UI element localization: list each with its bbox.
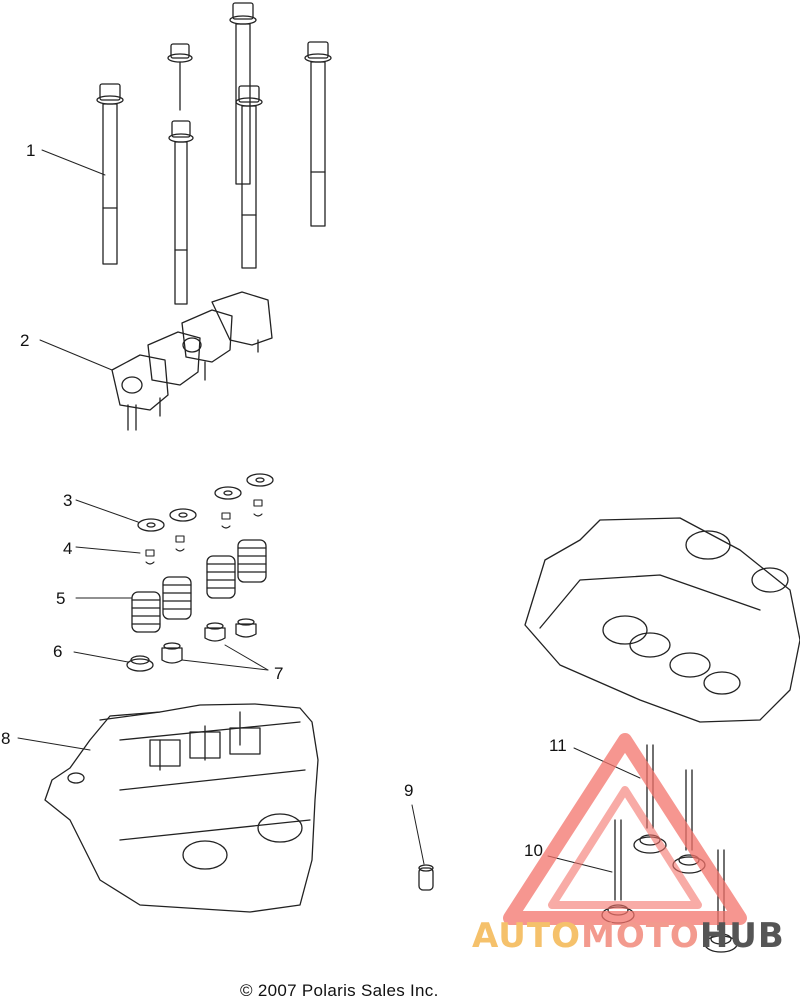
bolt-2 xyxy=(167,43,193,111)
bolt-4 xyxy=(304,41,332,227)
callout-6: 6 xyxy=(53,642,63,661)
callout-5: 5 xyxy=(56,589,66,608)
valve-keepers xyxy=(145,499,263,565)
callout-1: 1 xyxy=(26,141,36,160)
callout-9: 9 xyxy=(404,781,414,800)
copyright-footer: © 2007 Polaris Sales Inc. xyxy=(240,981,439,999)
callout-10: 10 xyxy=(524,841,543,860)
watermark-part-moto: MOTO xyxy=(580,916,700,956)
rocker-arm-assembly xyxy=(111,291,273,431)
valve-spring-retainers xyxy=(137,473,274,532)
valve-springs xyxy=(131,539,267,633)
spring-seat xyxy=(126,655,154,672)
valve-stem-seals xyxy=(161,618,257,664)
watermark-part-hub: HUB xyxy=(699,916,785,956)
cylinder-head-bolt-group xyxy=(96,2,332,305)
bolt-3 xyxy=(229,2,257,185)
cylinder-head-front xyxy=(44,703,319,913)
callout-2: 2 xyxy=(20,331,30,350)
callout-3: 3 xyxy=(63,491,73,510)
callout-8: 8 xyxy=(1,729,11,748)
cylinder-head-underside xyxy=(524,517,800,723)
bolt-5 xyxy=(168,120,194,305)
callout-11: 11 xyxy=(549,736,567,755)
watermark-part-auto: AUTO xyxy=(472,916,581,956)
bolt-6 xyxy=(235,85,263,269)
leader-lines xyxy=(17,149,641,873)
watermark-text: AUTOMOTOHUB xyxy=(472,916,785,956)
dowel-pin xyxy=(418,864,434,891)
callout-4: 4 xyxy=(63,539,73,558)
watermark-logo xyxy=(503,733,747,925)
bolt-1 xyxy=(96,83,124,265)
callout-7: 7 xyxy=(274,664,284,683)
